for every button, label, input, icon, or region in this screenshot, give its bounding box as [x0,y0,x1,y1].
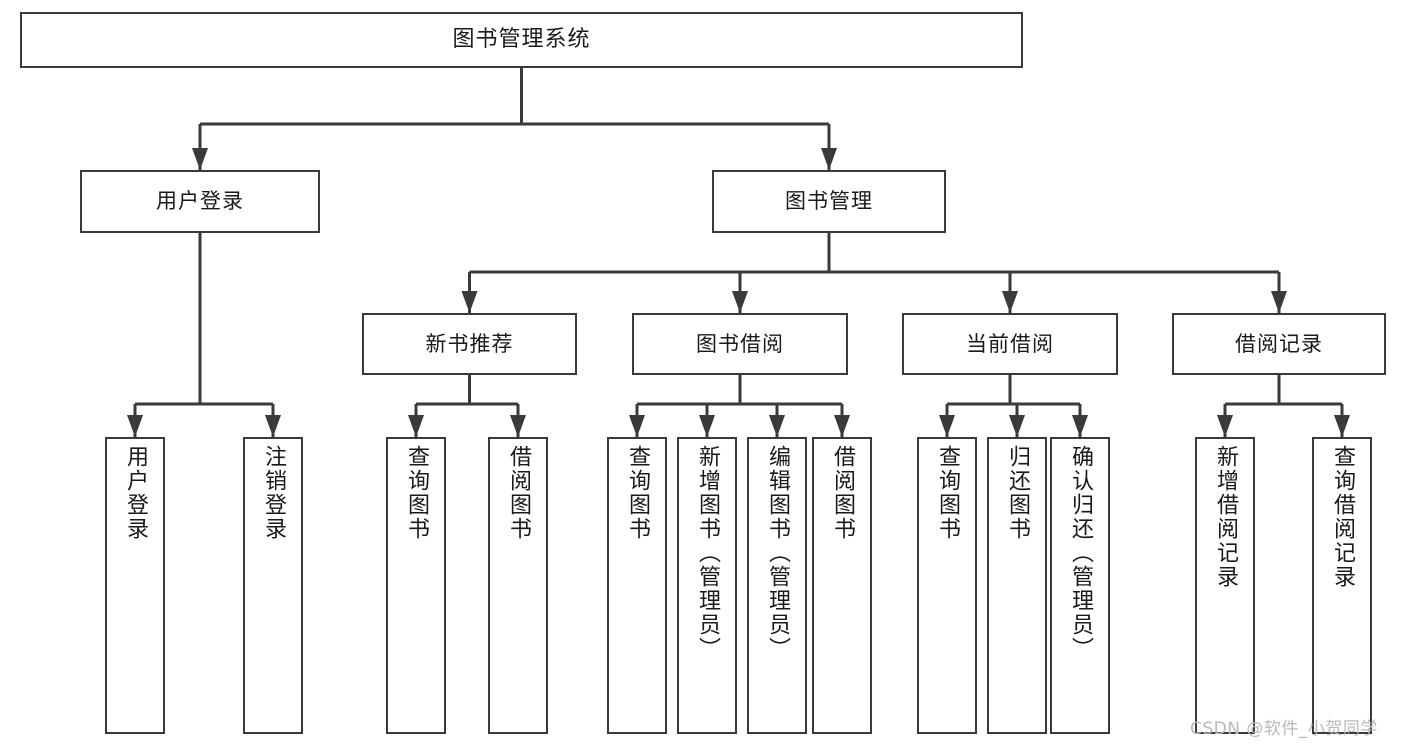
node-label: 图书管理 [785,189,873,214]
arrowhead [1271,291,1287,313]
arrowhead [1072,415,1088,437]
node-label: 查询图书 [624,445,650,541]
node-label: 注销登录 [260,445,286,541]
node-leaf-nb-query[interactable]: 查询图书 [386,437,446,734]
arrowhead [629,415,645,437]
node-label: 查询借阅记录 [1329,445,1355,589]
node-root[interactable]: 图书管理系统 [20,12,1023,68]
node-label: 新增图书（管理员） [694,445,720,661]
node-label: 图书管理系统 [452,27,591,53]
node-current[interactable]: 当前借阅 [902,313,1118,375]
node-leaf-cu-confirm[interactable]: 确认归还（管理员） [1050,437,1110,734]
arrowhead [1334,415,1350,437]
arrowhead [461,291,478,313]
node-label: 用户登录 [122,445,148,541]
arrowhead [699,415,715,437]
node-records[interactable]: 借阅记录 [1172,313,1386,375]
arrowhead [265,415,281,437]
node-label: 新增借阅记录 [1212,445,1238,589]
arrowhead [1217,415,1233,437]
node-leaf-rc-add[interactable]: 新增借阅记录 [1195,437,1255,734]
node-login[interactable]: 用户登录 [80,170,320,233]
node-label: 查询图书 [403,445,429,541]
node-label: 借阅图书 [505,445,531,541]
arrowhead [769,415,785,437]
node-label: 当前借阅 [966,331,1054,356]
node-leaf-cu-return[interactable]: 归还图书 [987,437,1047,734]
node-label: 归还图书 [1004,445,1030,541]
node-label: 图书借阅 [696,331,784,356]
arrowhead [821,148,837,170]
arrowhead [1002,291,1018,313]
node-leaf-user-login[interactable]: 用户登录 [105,437,165,734]
node-borrow[interactable]: 图书借阅 [632,313,848,375]
node-label: 新书推荐 [425,331,514,356]
arrowhead [127,415,143,437]
arrowhead [1009,415,1025,437]
node-newbook[interactable]: 新书推荐 [362,313,577,375]
arrowhead [510,415,526,437]
arrowhead [732,291,748,313]
node-leaf-user-logout[interactable]: 注销登录 [243,437,303,734]
node-leaf-bo-edit[interactable]: 编辑图书（管理员） [747,437,807,734]
node-label: 查询图书 [934,445,960,541]
arrowhead [408,415,424,437]
node-label: 编辑图书（管理员） [764,445,790,661]
node-bookmgmt[interactable]: 图书管理 [712,170,946,233]
arrowhead [939,415,955,437]
node-leaf-bo-add[interactable]: 新增图书（管理员） [677,437,737,734]
node-leaf-bo-query[interactable]: 查询图书 [607,437,667,734]
node-leaf-nb-borrow[interactable]: 借阅图书 [488,437,548,734]
node-label: 借阅记录 [1235,331,1323,356]
node-label: 用户登录 [156,189,244,214]
arrowhead [192,148,208,170]
arrowhead [834,415,850,437]
node-label: 借阅图书 [829,445,855,541]
node-leaf-bo-borrow[interactable]: 借阅图书 [812,437,872,734]
node-label: 确认归还（管理员） [1067,445,1093,661]
node-leaf-rc-query[interactable]: 查询借阅记录 [1312,437,1372,734]
node-leaf-cu-query[interactable]: 查询图书 [917,437,977,734]
